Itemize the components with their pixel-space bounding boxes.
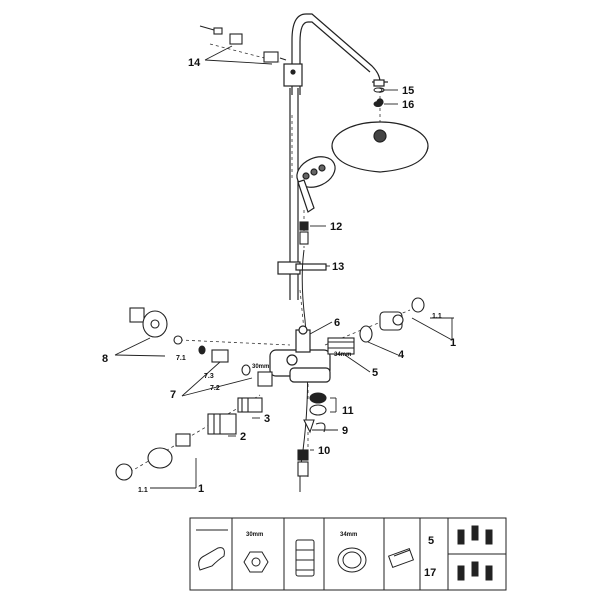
head-shower bbox=[331, 87, 429, 173]
callout-12: 12 bbox=[330, 221, 342, 233]
callout-leaders bbox=[114, 45, 454, 489]
tool-legend-labels: 30mm 34mm 5 17 bbox=[246, 532, 436, 579]
callout-7-2: 7.2 bbox=[210, 385, 220, 392]
callout-14: 14 bbox=[188, 57, 201, 69]
callout-7-1: 7.1 bbox=[176, 355, 186, 362]
legend-ref-5: 5 bbox=[428, 535, 434, 547]
ring-wrench-icon bbox=[337, 547, 367, 573]
callout-2: 2 bbox=[240, 431, 246, 443]
callout-11: 11 bbox=[342, 405, 354, 417]
shower-riser-assembly bbox=[277, 13, 388, 300]
callout-1-bottom: 1 bbox=[198, 483, 204, 495]
callout-7: 7 bbox=[170, 389, 176, 401]
legend-ref-17: 17 bbox=[424, 567, 436, 579]
hand-shower bbox=[296, 156, 336, 213]
callout-labels: 1 1.1 4 5 6 8 7.1 7.3 7.2 7 2 3 1 1.1 11… bbox=[102, 57, 456, 495]
callout-9: 9 bbox=[342, 425, 348, 437]
legend-nut-size: 30mm bbox=[246, 532, 263, 538]
callout-15: 15 bbox=[402, 85, 414, 97]
callout-1-1-top: 1.1 bbox=[432, 313, 442, 320]
item-12 bbox=[299, 221, 309, 245]
right-side-parts bbox=[327, 297, 425, 355]
tool-legend bbox=[189, 517, 507, 591]
callout-4: 4 bbox=[398, 349, 405, 361]
valve-insert-icon bbox=[387, 547, 415, 569]
hex-nut-icon bbox=[243, 551, 269, 573]
lower-center-parts bbox=[297, 392, 327, 477]
callout-1-1-bottom: 1.1 bbox=[138, 487, 148, 494]
callout-13: 13 bbox=[332, 261, 344, 273]
callout-6: 6 bbox=[334, 317, 340, 329]
callout-3: 3 bbox=[264, 413, 270, 425]
screw-set-icon bbox=[457, 525, 493, 581]
callout-5: 5 bbox=[372, 367, 378, 379]
callout-10: 10 bbox=[318, 445, 330, 457]
cartridge-icon bbox=[295, 539, 315, 577]
wall-bracket-parts bbox=[199, 25, 287, 63]
callout-7-3: 7.3 bbox=[204, 373, 214, 380]
thermostat-mixer bbox=[269, 325, 331, 383]
wrench-icon bbox=[196, 529, 228, 571]
dimension-30mm: 30mm bbox=[252, 364, 269, 370]
legend-ring-size: 34mm bbox=[340, 532, 357, 538]
seal-items-15-16 bbox=[373, 87, 383, 107]
callout-8: 8 bbox=[102, 353, 108, 365]
dimension-34mm: 34mm bbox=[334, 352, 351, 358]
callout-1-top: 1 bbox=[450, 337, 456, 349]
left-side-parts bbox=[115, 307, 273, 481]
callout-16: 16 bbox=[402, 99, 414, 111]
